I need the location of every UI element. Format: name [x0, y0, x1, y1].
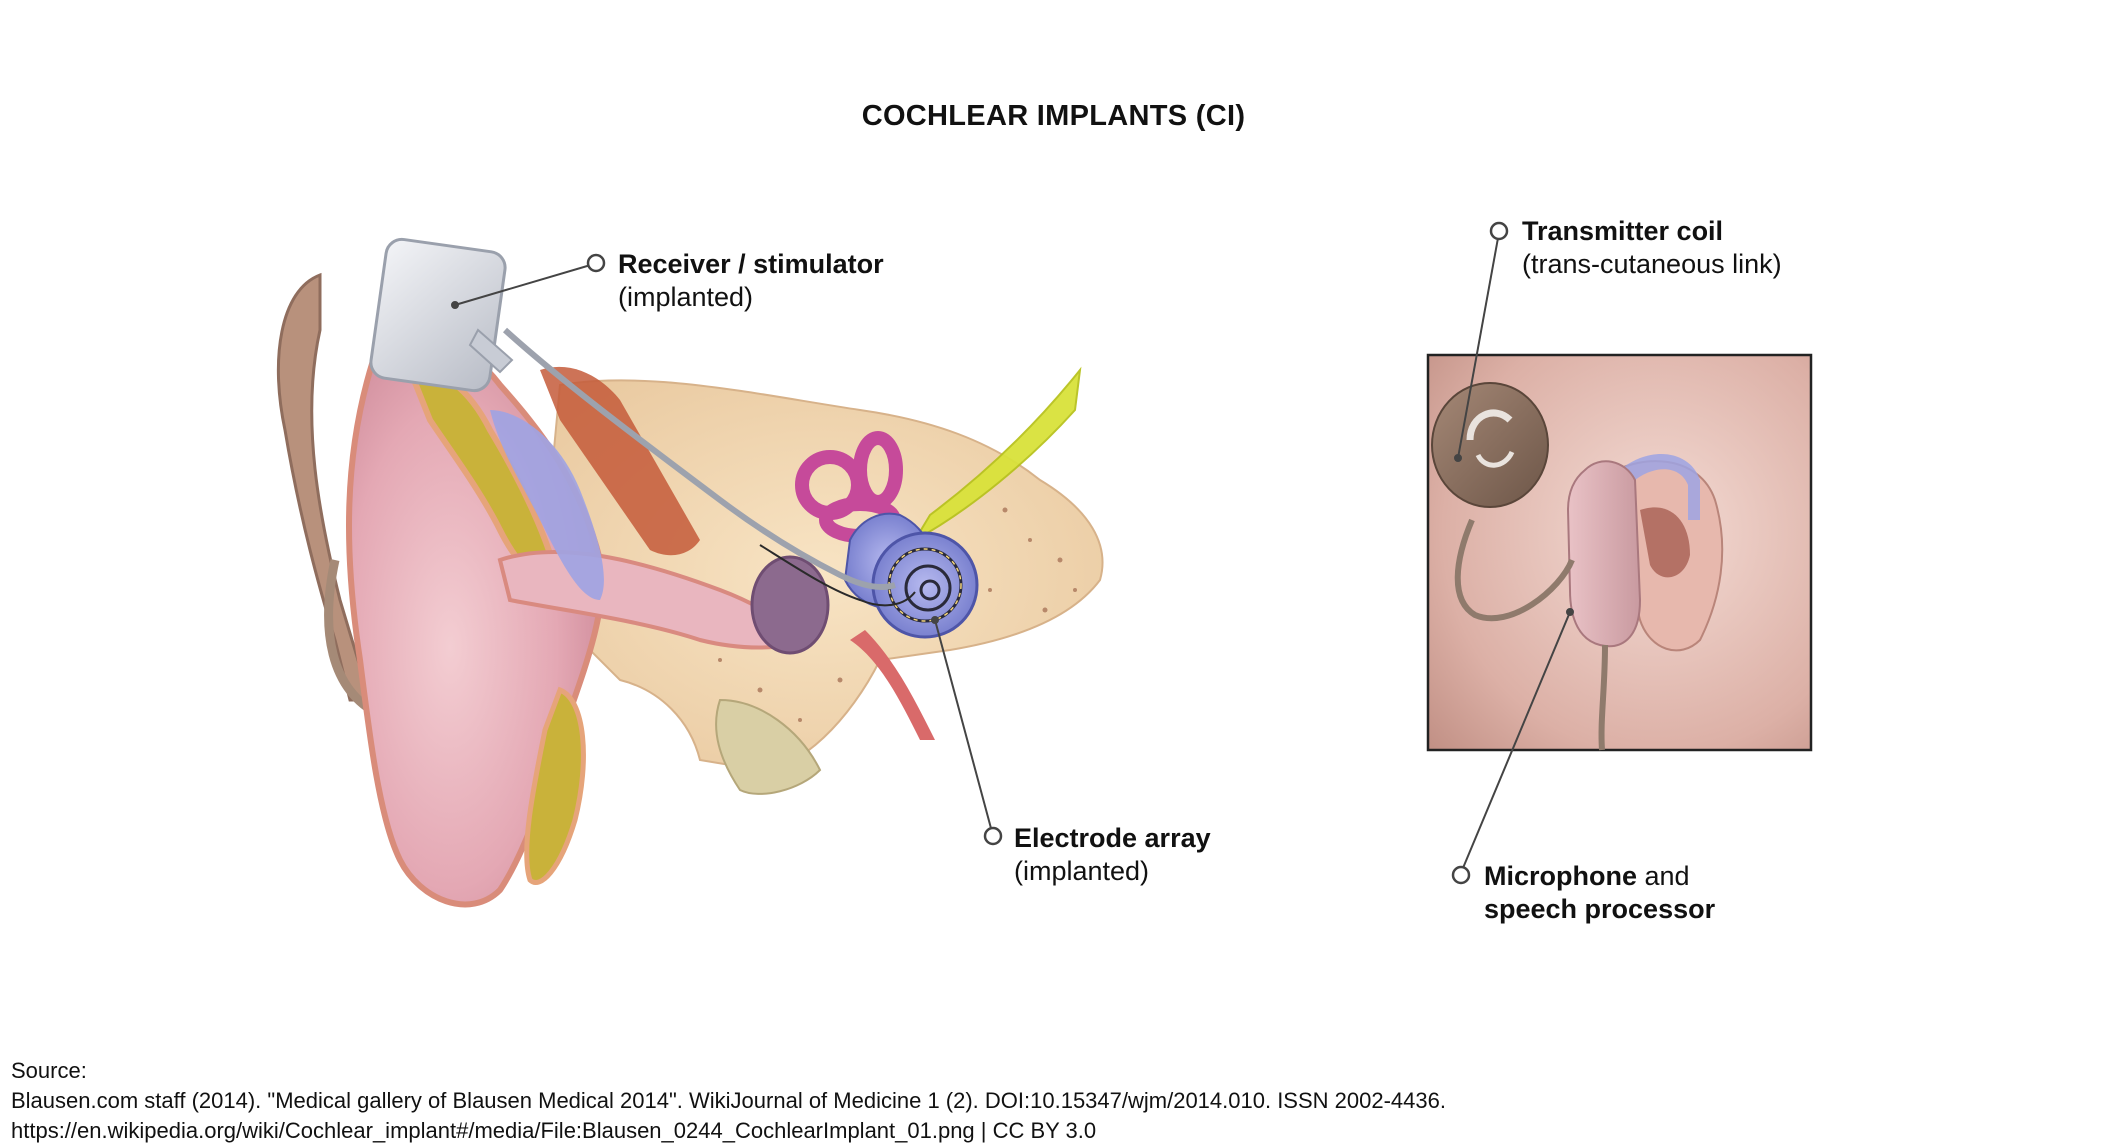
eustachian-tube	[850, 630, 935, 740]
transmitter-label-title: Transmitter coil	[1522, 216, 1724, 246]
outer-ear-back	[276, 272, 373, 702]
receiver-label-title: Receiver / stimulator	[618, 249, 884, 279]
electrode-label: Electrode array (implanted)	[1014, 822, 1211, 888]
receiver-implant	[369, 237, 514, 393]
processor-inset-panel	[1426, 353, 1813, 752]
electrode-lead	[502, 327, 896, 590]
transmitter-callout-marker	[1489, 221, 1509, 241]
source-footer: Source: Blausen.com staff (2014). "Medic…	[11, 1056, 1446, 1146]
microphone-label-title: Microphone	[1484, 861, 1637, 891]
electrode-lead-fine	[759, 544, 916, 607]
ear-hook	[1620, 453, 1700, 520]
muscle-band	[540, 366, 700, 556]
receiver-label-note: (implanted)	[618, 282, 754, 312]
coil-cable	[1454, 518, 1575, 622]
receiver-label: Receiver / stimulator (implanted)	[618, 248, 884, 314]
source-heading: Source:	[11, 1058, 87, 1083]
microphone-label-and: and	[1637, 861, 1690, 891]
processor-lower-cable	[1598, 644, 1608, 751]
electrode-label-note: (implanted)	[1014, 856, 1150, 886]
source-url: https://en.wikipedia.org/wiki/Cochlear_i…	[11, 1118, 1097, 1143]
microphone-label-subtitle: speech processor	[1484, 894, 1716, 924]
transmitter-label-note: (trans-cutaneous link)	[1522, 249, 1782, 279]
electrode-label-title: Electrode array	[1014, 823, 1211, 853]
electrode-callout-marker	[983, 826, 1003, 846]
callout-leaders	[451, 221, 1574, 885]
page-title: COCHLEAR IMPLANTS (CI)	[861, 100, 1246, 132]
receiver-callout-marker	[586, 253, 606, 273]
microphone-callout-marker	[1451, 865, 1471, 885]
microphone-label: Microphone and speech processor	[1484, 860, 1715, 926]
lobe-cartilage	[524, 686, 586, 885]
eardrum	[750, 555, 830, 655]
blue-band	[490, 410, 604, 600]
source-citation: Blausen.com staff (2014). "Medical galle…	[11, 1088, 1446, 1113]
ear-cross-section	[276, 237, 1104, 908]
speech-processor	[1566, 460, 1642, 648]
transmitter-coil	[1431, 382, 1549, 508]
transmitter-label: Transmitter coil (trans-cutaneous link)	[1522, 215, 1782, 281]
jaw-bone	[715, 698, 822, 795]
